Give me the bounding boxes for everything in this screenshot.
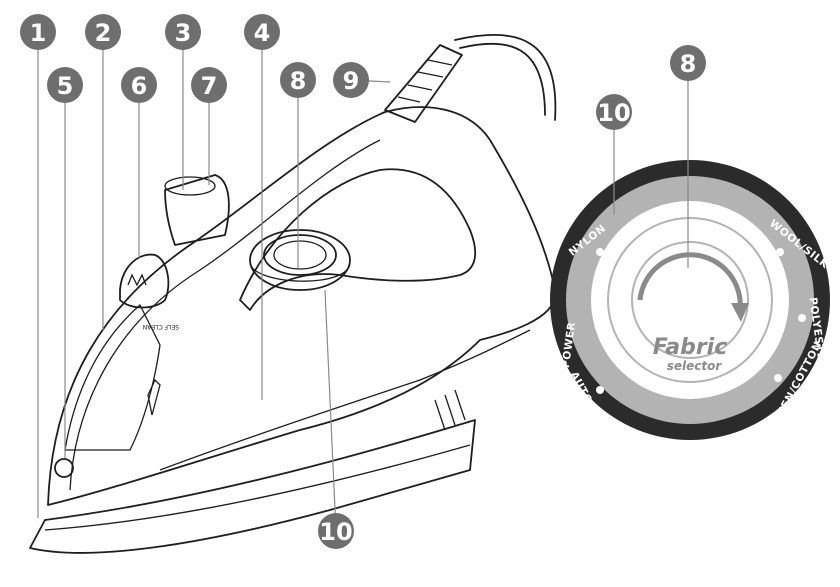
callout-number-badge	[244, 14, 280, 50]
dial-dot-wool	[776, 248, 784, 256]
callout-number-label: 5	[57, 72, 74, 100]
dial-face	[589, 199, 791, 401]
handle-opening	[239, 168, 477, 311]
callout-number-label: 10	[597, 99, 630, 127]
callout-leader-line	[324, 289, 337, 532]
callout-number-badge	[121, 67, 157, 103]
callout-number-badge	[20, 14, 56, 50]
dial-dot-linen	[774, 374, 782, 382]
temperature-dial-on-iron	[249, 229, 351, 291]
callout-number-label: 7	[201, 72, 218, 100]
callout-markers: 1 2 3 4 5 6 7 8 9 10 10 8	[20, 14, 706, 549]
callout-number-label: 10	[319, 518, 352, 546]
steam-button	[119, 253, 170, 309]
power-light	[54, 458, 74, 478]
power-cord	[454, 33, 557, 121]
callout-number-label: 4	[254, 19, 271, 47]
dial-title: Fabric	[653, 335, 728, 360]
callout-number-badge	[165, 14, 201, 50]
callout-number-label: 8	[680, 50, 697, 78]
water-tank	[64, 303, 161, 451]
callout-number-label: 9	[343, 67, 360, 95]
fabric-selector-dial: NYLON WOOL/SILK POLYESTER LINEN/COTTON A…	[550, 160, 831, 440]
soleplate	[29, 419, 476, 554]
callout-number-badge	[47, 67, 83, 103]
callout-number-badge	[191, 67, 227, 103]
callout-number-badge	[318, 513, 354, 549]
spray-nozzle	[164, 174, 230, 246]
callout-number-label: 2	[95, 19, 112, 47]
callout-number-badge	[596, 94, 632, 130]
callout-number-label: 1	[30, 19, 47, 47]
self-clean-text: SELF CLEAN	[143, 323, 179, 330]
callout-number-badge	[280, 62, 316, 98]
iron-body	[47, 106, 556, 506]
cord-guard	[384, 44, 463, 123]
rotation-arrow	[637, 252, 743, 311]
dial-dot-nylon	[596, 248, 604, 256]
callout-number-label: 6	[131, 72, 148, 100]
callout-number-badge	[670, 45, 706, 81]
dial-dot-polyester	[798, 314, 806, 322]
callout-number-badge	[333, 62, 369, 98]
callout-number-badge	[85, 14, 121, 50]
callout-number-label: 3	[175, 19, 192, 47]
dial-dot-auto-off	[596, 386, 604, 394]
callout-number-label: 8	[290, 67, 307, 95]
dial-subtitle: selector	[667, 359, 723, 373]
steam-iron: SELF CLEAN	[29, 33, 557, 554]
